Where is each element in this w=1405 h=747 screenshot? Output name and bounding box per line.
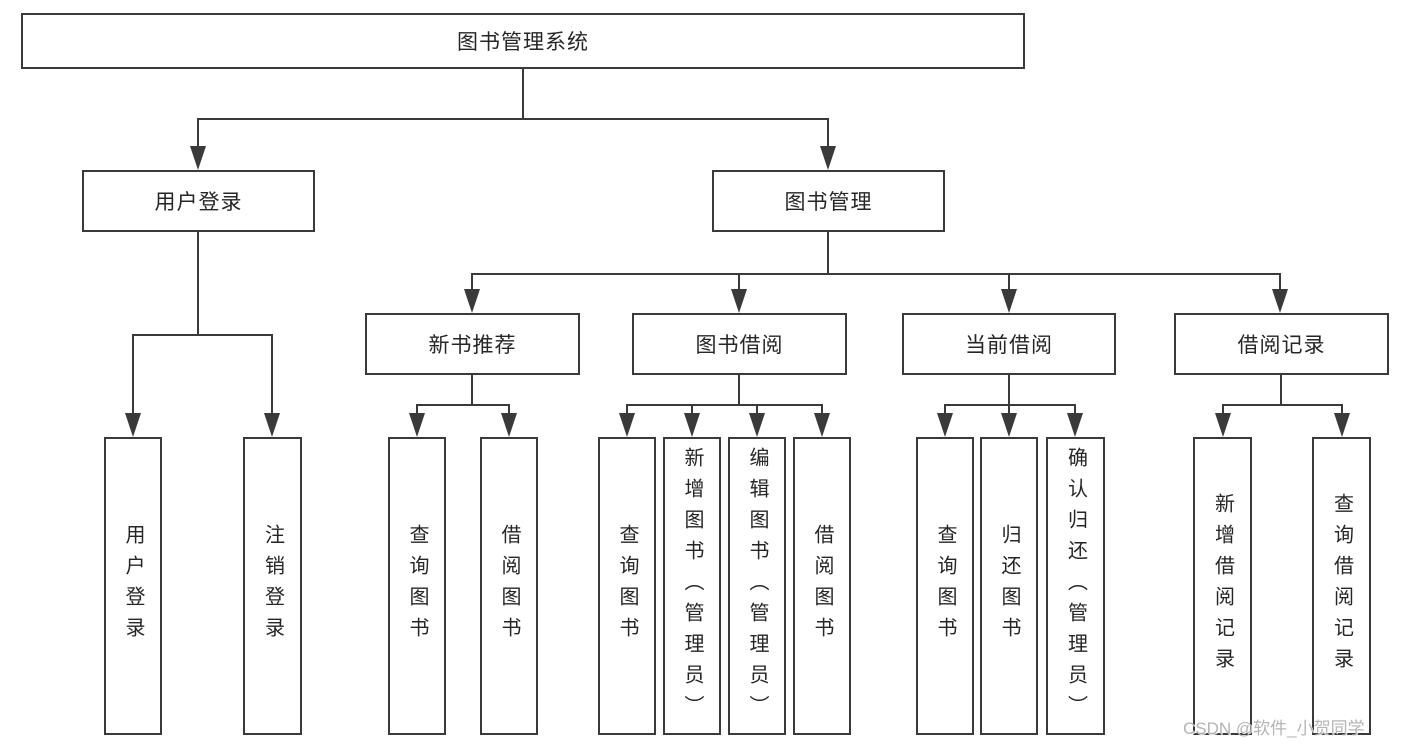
connector-line	[827, 118, 829, 146]
connector-line	[1008, 375, 1010, 404]
node-book-management: 图书管理	[712, 170, 945, 232]
connector-line	[132, 334, 273, 336]
arrowhead-icon	[190, 146, 206, 170]
arrowhead-icon	[464, 289, 480, 313]
leaf-return-books: 归还图书	[980, 437, 1038, 735]
node-label: 借阅记录	[1237, 334, 1326, 357]
leaf-label: 确认归还（管理员）	[1064, 446, 1087, 726]
connector-line	[522, 69, 524, 118]
leaf-label: 查询借阅记录	[1330, 493, 1353, 679]
leaf-label: 查询图书	[934, 524, 956, 648]
arrowhead-icon	[409, 413, 425, 437]
leaf-add-borrow-record: 新增借阅记录	[1193, 437, 1252, 735]
node-label: 图书管理	[784, 191, 873, 214]
leaf-logout: 注销登录	[243, 437, 302, 735]
leaf-label: 用户登录	[122, 524, 144, 648]
leaf-borrow-books-recommend: 借阅图书	[480, 437, 538, 735]
leaf-query-books-recommend: 查询图书	[388, 437, 446, 735]
connector-line	[756, 404, 758, 413]
connector-line	[471, 375, 473, 404]
connector-line	[197, 118, 829, 120]
connector-line	[1008, 404, 1010, 413]
node-user-login: 用户登录	[82, 170, 315, 232]
connector-line	[132, 334, 134, 413]
node-current-borrow: 当前借阅	[902, 313, 1116, 375]
leaf-user-login: 用户登录	[104, 437, 162, 735]
connector-line	[1279, 273, 1281, 289]
leaf-query-borrow-record: 查询借阅记录	[1312, 437, 1371, 735]
connector-line	[1222, 404, 1343, 406]
node-root-system: 图书管理系统	[21, 13, 1025, 69]
leaf-label: 编辑图书（管理员）	[746, 446, 768, 726]
leaf-label: 新增图书（管理员）	[681, 446, 703, 726]
arrowhead-icon	[264, 413, 280, 437]
arrowhead-icon	[1215, 413, 1231, 437]
node-book-borrow: 图书借阅	[632, 313, 847, 375]
csdn-watermark: CSDN @软件_小贺同学	[1183, 719, 1365, 738]
leaf-label: 新增借阅记录	[1211, 493, 1234, 679]
node-label: 图书借阅	[695, 334, 784, 357]
connector-line	[1222, 404, 1224, 413]
node-borrow-records: 借阅记录	[1174, 313, 1389, 375]
arrowhead-icon	[937, 413, 953, 437]
arrowhead-icon	[1334, 413, 1350, 437]
arrowhead-icon	[749, 413, 765, 437]
connector-line	[471, 273, 473, 289]
connector-line	[197, 232, 199, 334]
leaf-label: 借阅图书	[498, 524, 520, 648]
arrowhead-icon	[125, 413, 141, 437]
leaf-label: 查询图书	[616, 524, 638, 648]
connector-line	[827, 232, 829, 273]
connector-line	[738, 375, 740, 404]
connector-line	[508, 404, 510, 413]
connector-line	[821, 404, 823, 413]
arrowhead-icon	[1272, 289, 1288, 313]
arrowhead-icon	[1001, 413, 1017, 437]
arrowhead-icon	[1067, 413, 1083, 437]
leaf-query-books-borrow: 查询图书	[598, 437, 656, 735]
connector-line	[416, 404, 510, 406]
connector-line	[626, 404, 823, 406]
connector-line	[197, 118, 199, 146]
node-label: 图书管理系统	[457, 31, 589, 54]
node-label: 当前借阅	[965, 334, 1053, 357]
arrowhead-icon	[501, 413, 517, 437]
leaf-query-books-current: 查询图书	[916, 437, 974, 735]
arrowhead-icon	[731, 289, 747, 313]
connector-line	[691, 404, 693, 413]
connector-line	[1008, 273, 1010, 289]
arrowhead-icon	[820, 146, 836, 170]
leaf-label: 归还图书	[998, 524, 1020, 648]
arrowhead-icon	[814, 413, 830, 437]
node-label: 用户登录	[154, 191, 243, 214]
leaf-add-books-admin: 新增图书（管理员）	[663, 437, 721, 735]
connector-line	[626, 404, 628, 413]
connector-line	[1074, 404, 1076, 413]
leaf-label: 借阅图书	[811, 524, 833, 648]
connector-line	[944, 404, 946, 413]
arrowhead-icon	[1001, 289, 1017, 313]
connector-line	[1341, 404, 1343, 413]
connector-line	[471, 273, 1281, 275]
leaf-label: 查询图书	[406, 524, 428, 648]
leaf-confirm-return-admin: 确认归还（管理员）	[1046, 437, 1105, 735]
connector-line	[1280, 375, 1282, 404]
node-new-book-recommend: 新书推荐	[365, 313, 580, 375]
node-label: 新书推荐	[428, 334, 517, 357]
connector-line	[944, 404, 1076, 406]
leaf-label: 注销登录	[261, 524, 284, 648]
connector-line	[271, 334, 273, 413]
arrowhead-icon	[619, 413, 635, 437]
connector-line	[416, 404, 418, 413]
arrowhead-icon	[684, 413, 700, 437]
leaf-edit-books-admin: 编辑图书（管理员）	[728, 437, 786, 735]
leaf-borrow-books: 借阅图书	[793, 437, 851, 735]
connector-line	[738, 273, 740, 289]
